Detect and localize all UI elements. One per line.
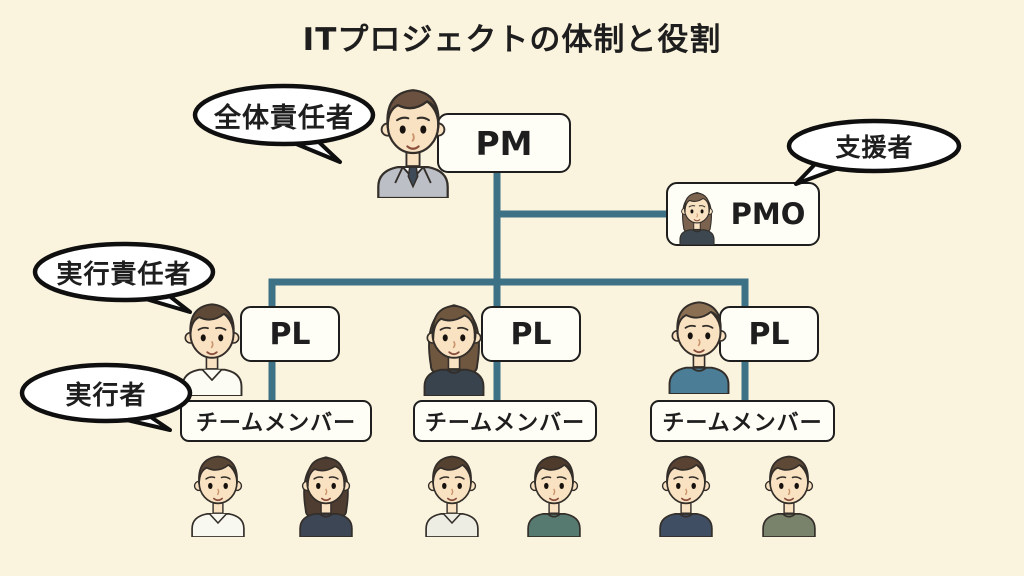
team-member-avatar-icon-3a [651, 447, 721, 537]
pl-box-3: PL [719, 306, 819, 362]
team-member-avatar-icon-3b [754, 447, 824, 537]
pl-box-2: PL [481, 306, 581, 362]
team-member-box-1: チームメンバー [180, 400, 372, 442]
pl-avatar-icon-2 [414, 294, 494, 396]
speech-bubble-shape [786, 118, 962, 186]
pl-avatar-icon-1 [172, 294, 252, 396]
pmo-avatar-icon [674, 186, 720, 245]
speech-bubble-shape [32, 241, 216, 314]
pl-avatar-icon-3 [659, 292, 739, 394]
page-title: ITプロジェクトの体制と役割 [302, 22, 722, 58]
team-member-label-3: チームメンバー [662, 411, 823, 436]
team-member-avatar-icon-1b [291, 447, 361, 537]
team-member-label-1: チームメンバー [195, 411, 357, 436]
team-role-bubble-text: 実行者 [65, 380, 147, 411]
pm-label: PM [475, 123, 533, 163]
team-member-label-2: チームメンバー [424, 411, 586, 436]
team-member-avatar-icon-2a [417, 447, 487, 537]
team-member-box-3: チームメンバー [650, 400, 835, 442]
team-role-bubble: 実行者 [19, 362, 200, 437]
pm-box: PM [437, 113, 571, 173]
pl-label-1: PL [269, 316, 311, 352]
team-member-box-2: チームメンバー [413, 400, 597, 442]
pm-role-bubble: 全体責任者 [192, 83, 388, 170]
pl-box-1: PL [240, 306, 340, 362]
speech-bubble-shape [192, 83, 376, 164]
pmo-label: PMO [730, 197, 806, 231]
pl-role-bubble: 実行責任者 [32, 241, 224, 318]
pmo-role-bubble: 支援者 [784, 118, 966, 192]
pl-role-bubble-text: 実行責任者 [56, 259, 192, 290]
pmo-role-bubble-text: 支援者 [835, 133, 914, 162]
pm-avatar-icon [366, 78, 460, 198]
team-member-avatar-icon-2b [519, 447, 589, 537]
pm-role-bubble-text: 全体責任者 [214, 102, 354, 134]
speech-bubble-shape [19, 362, 193, 432]
pl-label-2: PL [510, 316, 552, 352]
team-member-avatar-icon-1a [183, 447, 253, 537]
pl-label-3: PL [748, 316, 790, 352]
